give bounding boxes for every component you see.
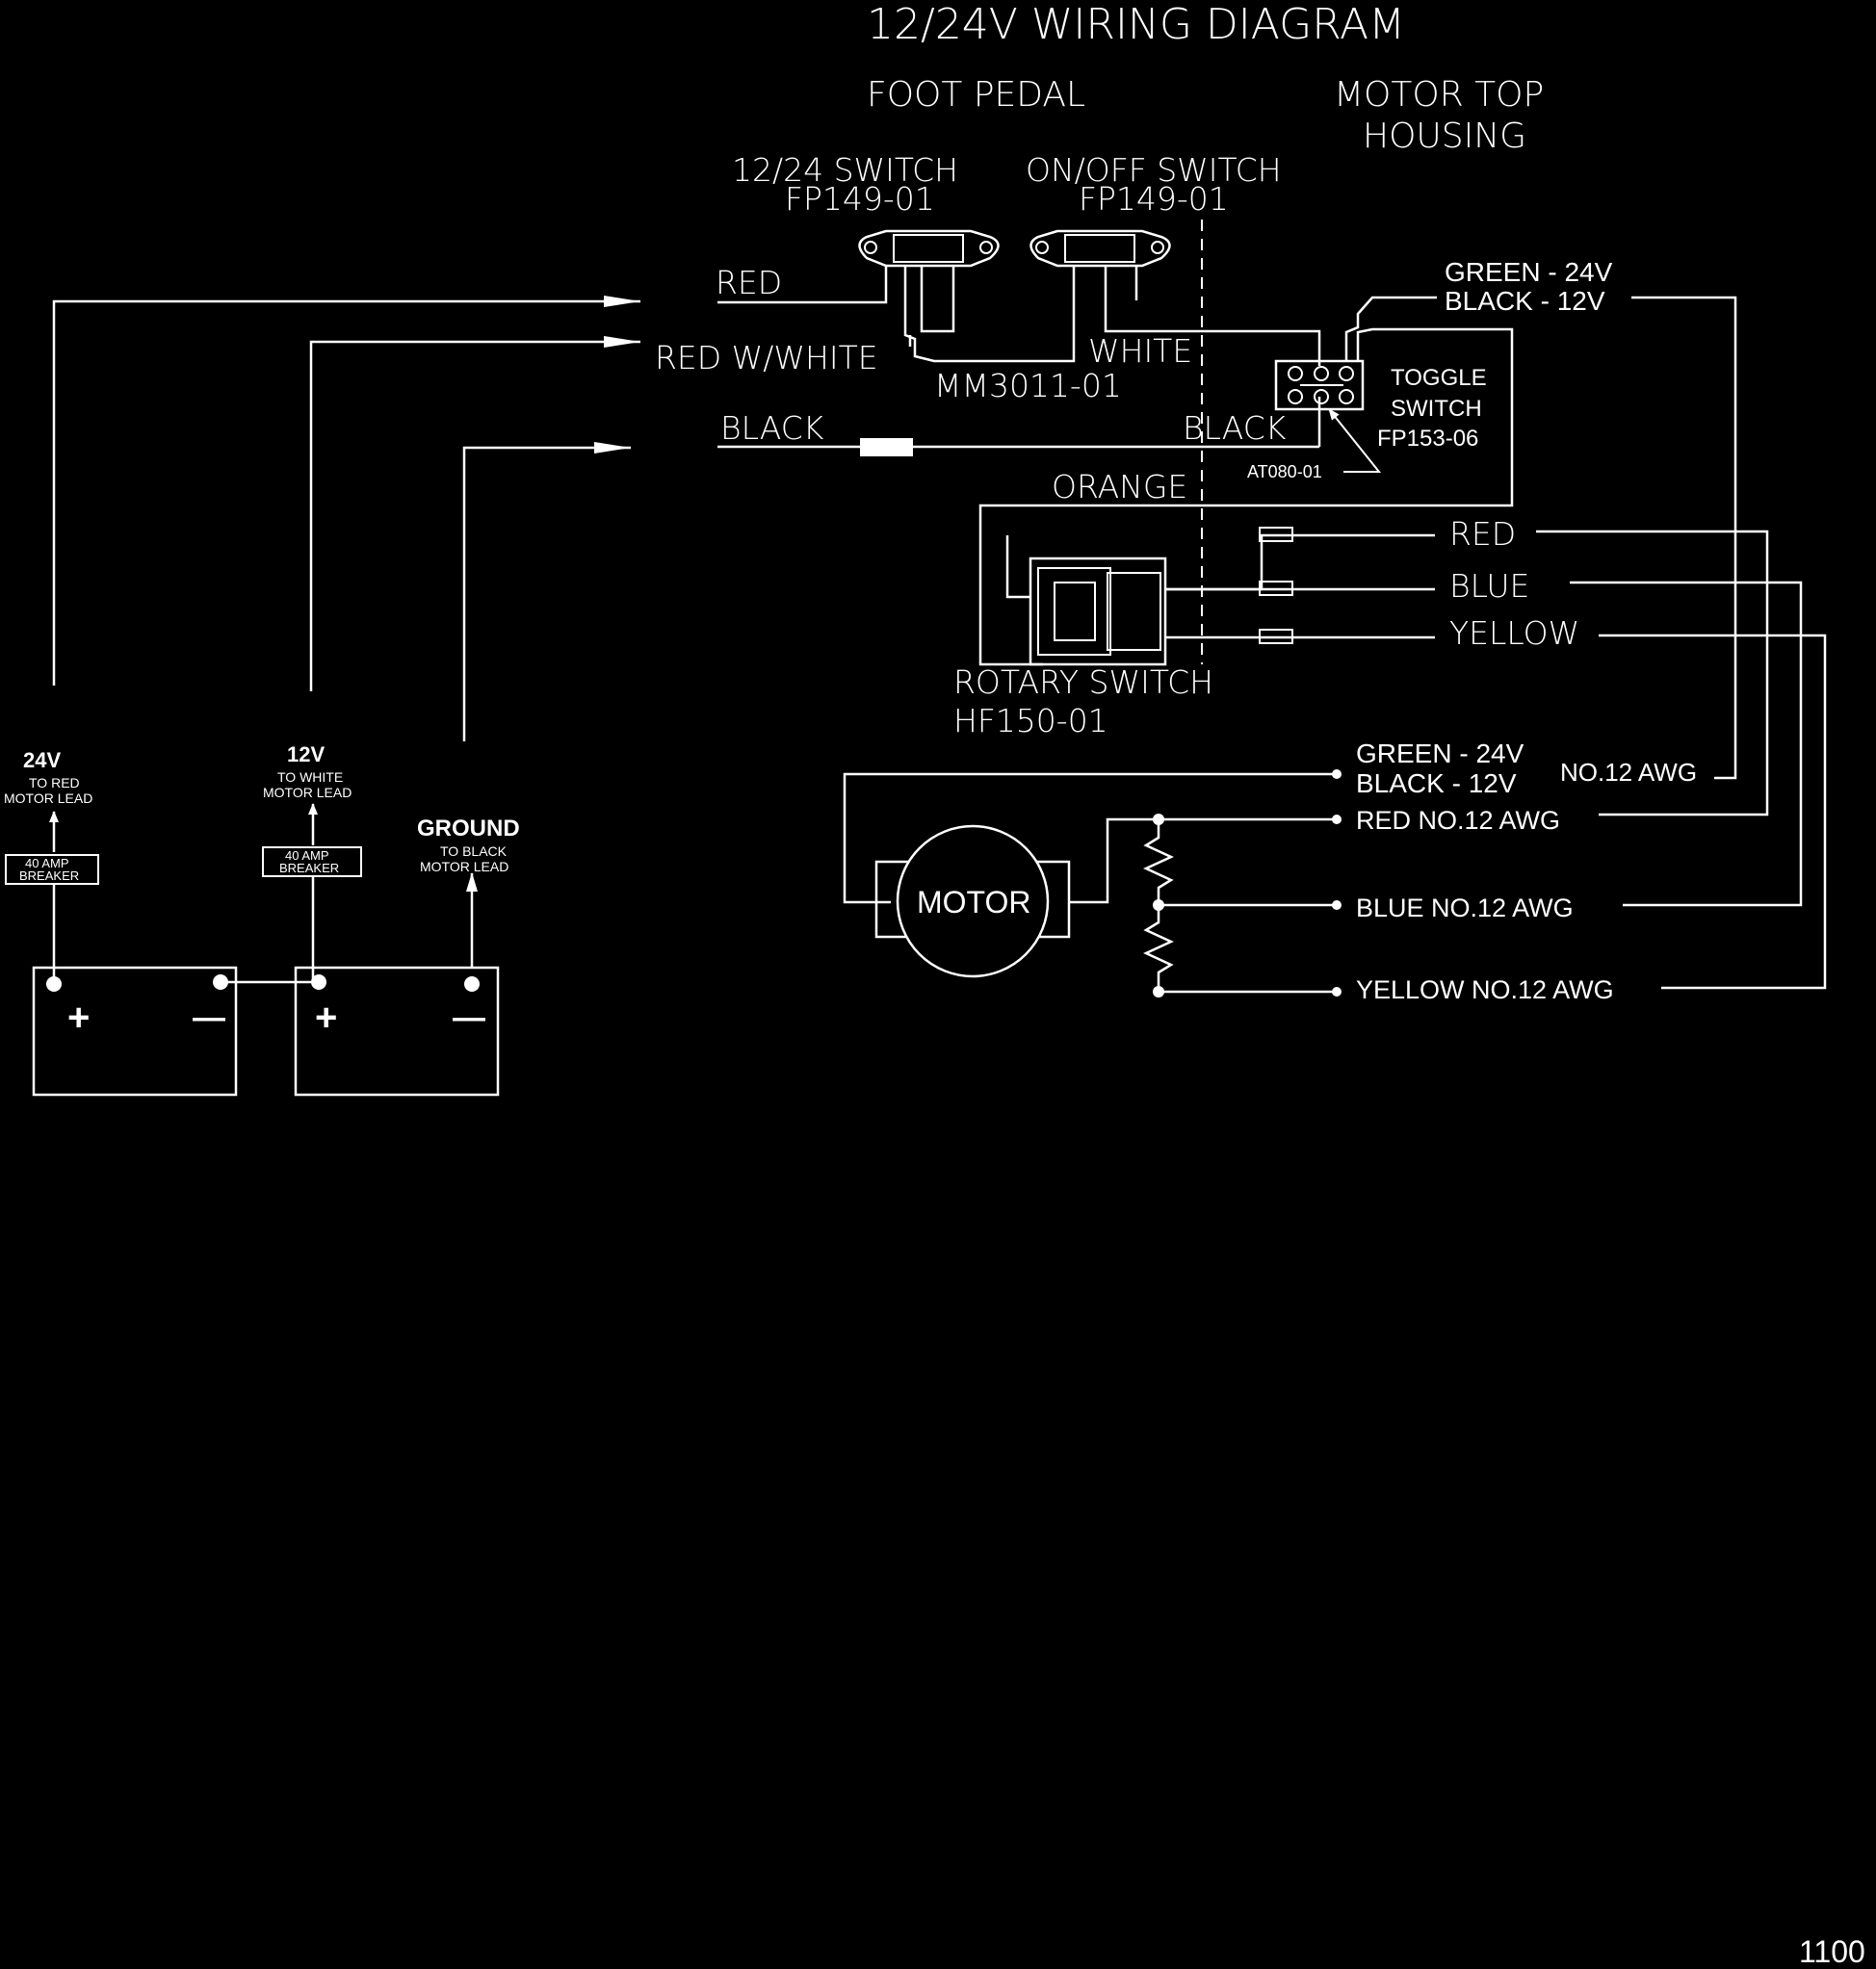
rotary-yellow-label: YELLOW	[1449, 614, 1579, 652]
rotary-blue-label: BLUE	[1449, 567, 1529, 605]
wire-white-label: WHITE	[1088, 332, 1192, 370]
battery-24v-sub2: MOTOR LEAD	[4, 790, 92, 806]
lead-red-label: RED NO.12 AWG	[1356, 806, 1560, 835]
housing-header: HOUSING	[1363, 117, 1526, 156]
battery-12v-sub1: TO WHITE	[277, 769, 343, 785]
lead-black-label: BLACK - 12V	[1356, 768, 1517, 798]
toggle-label-3: FP153-06	[1377, 426, 1478, 452]
lead-green-label: GREEN - 24V	[1356, 738, 1524, 768]
toggle-black-label: BLACK - 12V	[1445, 286, 1605, 316]
breaker-12v-line2: BREAKER	[279, 861, 339, 875]
battery-right-plus: +	[315, 997, 337, 1039]
rotary-red-label: RED	[1449, 515, 1516, 553]
switch-12-24-icon	[858, 229, 1000, 268]
breaker-24v-line2: BREAKER	[19, 868, 79, 883]
battery-left-minus: —	[193, 999, 225, 1036]
toggle-label-1: TOGGLE	[1391, 365, 1487, 391]
lead-yellow-label: YELLOW NO.12 AWG	[1356, 975, 1614, 1004]
battery-12v-sub2: MOTOR LEAD	[263, 785, 352, 800]
switch-12-24-part: FP149-01	[785, 180, 935, 218]
battery-12v-label: 12V	[287, 742, 325, 766]
lead-awg-label: NO.12 AWG	[1560, 758, 1697, 787]
toggle-green-label: GREEN - 24V	[1445, 257, 1613, 287]
wire-black-label: BLACK	[720, 409, 824, 447]
rotary-switch-name: ROTARY SWITCH	[953, 663, 1213, 701]
battery-right-minus: —	[453, 999, 485, 1036]
switch-12-24-label: 12/24 SWITCH	[732, 151, 958, 189]
ground-sub2: MOTOR LEAD	[420, 859, 508, 874]
wire-black-right-label: BLACK	[1183, 409, 1287, 447]
connector-label: MM3011-01	[934, 367, 1122, 404]
rotary-switch-part: HF150-01	[953, 702, 1108, 739]
switch-onoff-part: FP149-01	[1079, 180, 1229, 218]
switch-onoff-icon	[1029, 229, 1171, 268]
breaker-24v-line1: 40 AMP	[25, 856, 69, 870]
toggle-at-label: AT080-01	[1247, 462, 1322, 481]
wire-orange-label: ORANGE	[1052, 468, 1187, 505]
switch-onoff-label: ON/OFF SWITCH	[1026, 151, 1282, 189]
page-number: 1100	[1799, 1934, 1865, 1969]
resistor-icon	[1143, 819, 1174, 992]
motor-icon	[874, 824, 1071, 978]
toggle-switch-icon	[1274, 359, 1365, 411]
ground-sub1: TO BLACK	[440, 843, 508, 859]
toggle-label-2: SWITCH	[1391, 396, 1482, 422]
rotary-switch-icon	[1029, 557, 1167, 666]
battery-24v-label: 24V	[23, 748, 61, 772]
battery-24v-sub1: TO RED	[29, 775, 80, 790]
wire-red-label: RED	[716, 264, 782, 301]
inline-fuse	[860, 438, 913, 456]
motor-label: MOTOR	[917, 885, 1031, 920]
ground-label: GROUND	[417, 816, 520, 842]
wire-red-white-label: RED W/WHITE	[655, 339, 878, 376]
diagram-title: 12/24V WIRING DIAGRAM	[867, 0, 1405, 49]
breaker-12v-line1: 40 AMP	[285, 848, 329, 863]
foot-pedal-header: FOOT PEDAL	[867, 75, 1085, 115]
battery-left-plus: +	[67, 997, 90, 1039]
motor-top-header: MOTOR TOP	[1334, 75, 1544, 115]
breaker-24v	[5, 854, 99, 885]
lead-blue-label: BLUE NO.12 AWG	[1356, 894, 1574, 922]
